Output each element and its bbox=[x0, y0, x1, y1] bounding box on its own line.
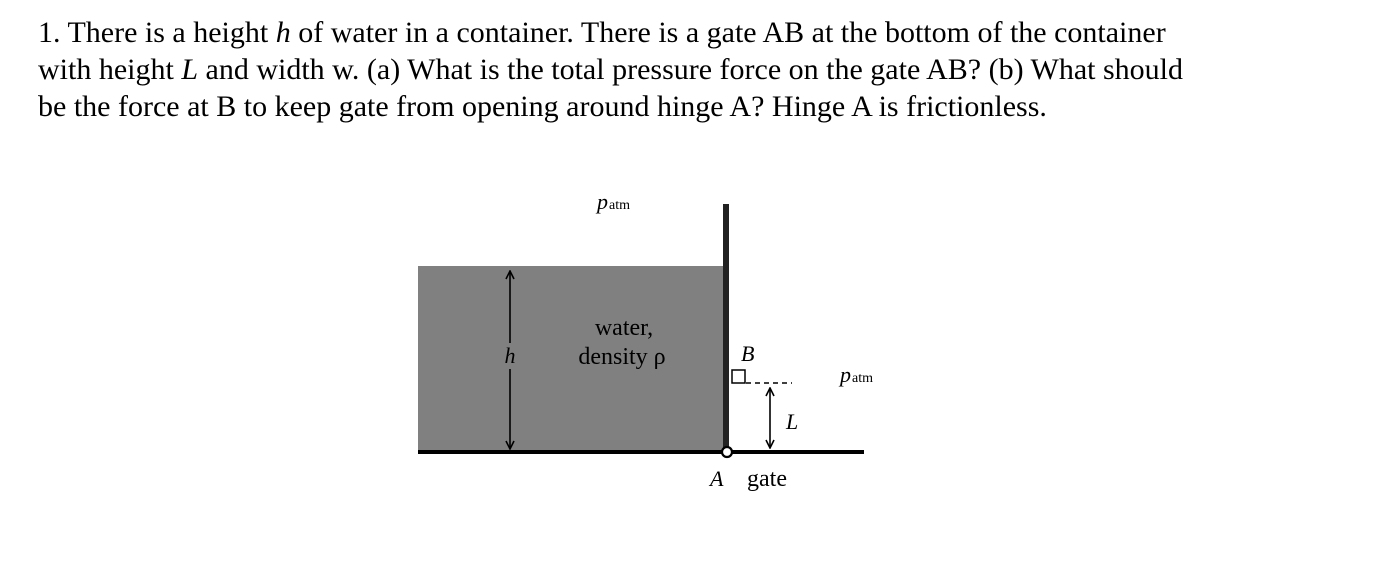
variable-h: h bbox=[275, 16, 291, 49]
variable-L: L bbox=[181, 53, 199, 86]
density-label: density ρ bbox=[578, 344, 665, 370]
gate-label: gate bbox=[747, 466, 787, 492]
h-label-backdrop bbox=[500, 343, 520, 369]
water-label: water, bbox=[595, 315, 653, 341]
problem-text: with height bbox=[38, 53, 182, 86]
patm-right-label: patm bbox=[838, 362, 873, 387]
L-label: L bbox=[785, 409, 798, 434]
hinge-A bbox=[720, 445, 734, 459]
problem-text: of water in a container. There is a gate… bbox=[290, 16, 1166, 49]
point-B-marker bbox=[731, 369, 746, 384]
water-region bbox=[418, 266, 724, 452]
patm-left-label: patm bbox=[595, 189, 630, 214]
problem-text: 1. There is a height bbox=[38, 16, 276, 49]
problem-text: and width w. (a) What is the total press… bbox=[198, 53, 1184, 86]
problem-line-1: 1. There is a height h of water in a con… bbox=[38, 14, 1358, 51]
h-label: h bbox=[505, 343, 516, 368]
problem-line-2: with height L and width w. (a) What is t… bbox=[38, 51, 1358, 88]
B-label: B bbox=[741, 341, 754, 366]
problem-line-3: be the force at B to keep gate from open… bbox=[38, 90, 1047, 123]
problem-statement: 1. There is a height h of water in a con… bbox=[38, 14, 1358, 125]
A-label: A bbox=[708, 466, 724, 491]
